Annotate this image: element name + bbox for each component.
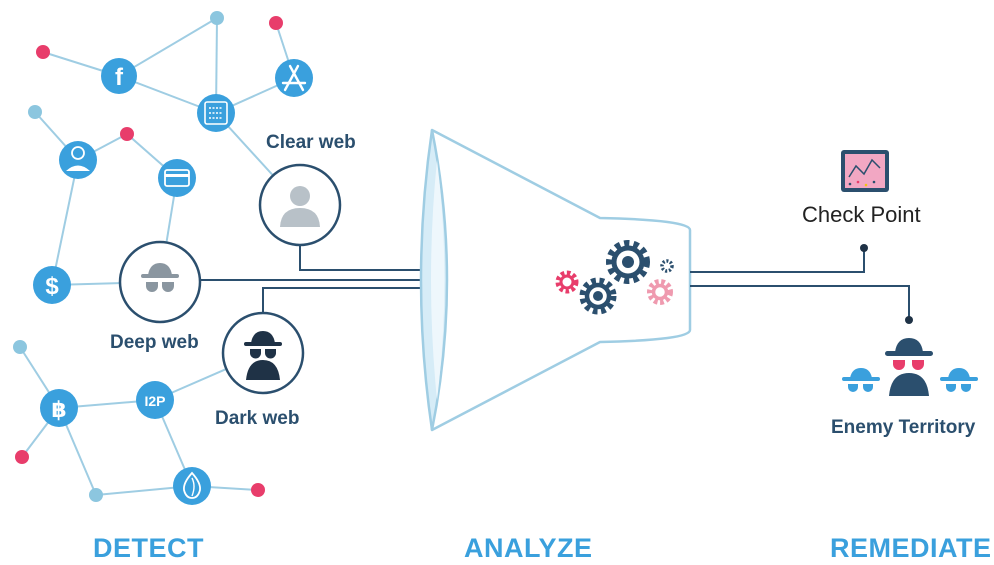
brand-connector-dot	[860, 244, 868, 252]
remediate-stage-label: REMEDIATE	[830, 533, 992, 563]
light-dot	[13, 340, 27, 354]
deep-web-label: Deep web	[110, 332, 199, 353]
analyze-stage-label: ANALYZE	[464, 533, 593, 563]
enemy-territory-icon	[842, 338, 978, 396]
help-user-icon	[59, 141, 97, 179]
clear-web-label: Clear web	[266, 132, 356, 153]
i2p-glyph: I2P	[144, 393, 165, 409]
small-spy-right-icon	[940, 368, 978, 392]
detect-stage-label: DETECT	[93, 533, 204, 563]
pink-dot	[251, 483, 265, 497]
check-point-logo	[841, 150, 889, 192]
dark-web-node	[221, 311, 305, 395]
funnel-icon	[419, 128, 692, 432]
bitcoin-icon: ฿	[40, 389, 78, 427]
dollar-glyph: $	[45, 273, 59, 300]
dollar-icon: $	[33, 266, 71, 304]
light-dot	[210, 11, 224, 25]
enemy-territory-label: Enemy Territory	[831, 417, 976, 438]
pink-dot	[36, 45, 50, 59]
pink-dot	[15, 450, 29, 464]
small-spy-left-icon	[842, 368, 880, 392]
facebook-icon: f	[101, 58, 137, 94]
dark-web-label: Dark web	[215, 408, 300, 429]
credit-card-icon	[158, 159, 196, 197]
bitcoin-glyph: ฿	[51, 398, 66, 423]
gears-icon	[555, 240, 674, 315]
main-spy-icon	[885, 338, 933, 396]
network-dots	[13, 11, 283, 502]
pink-dot	[269, 16, 283, 30]
output-lines	[690, 248, 910, 320]
deep-web-node	[118, 240, 202, 324]
light-dot	[28, 105, 42, 119]
check-point-brand: Check Point	[802, 202, 921, 227]
pink-dot	[120, 127, 134, 141]
clear-web-node	[258, 163, 342, 247]
app-store-icon	[275, 59, 313, 97]
light-dot	[89, 488, 103, 502]
enemy-connector-dot	[905, 316, 913, 324]
facebook-glyph: f	[115, 64, 124, 91]
binary-file-icon	[197, 94, 235, 132]
i2p-icon: I2P	[136, 381, 174, 419]
tor-onion-icon	[173, 467, 211, 505]
